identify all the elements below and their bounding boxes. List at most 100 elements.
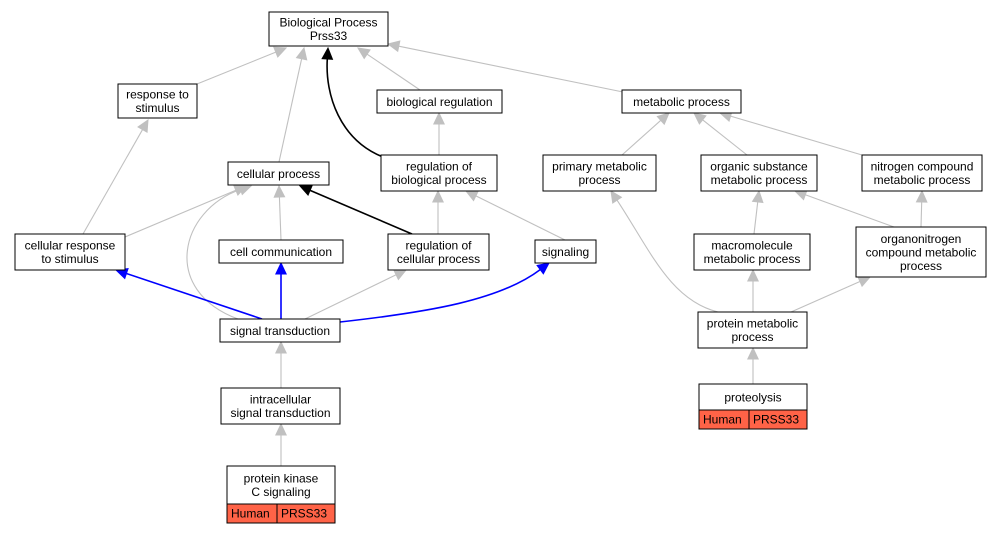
edge-arrowhead	[386, 40, 401, 53]
edge-line	[124, 189, 237, 238]
node-box	[693, 233, 811, 271]
node-box	[117, 83, 198, 119]
edge-arrowhead	[432, 189, 444, 203]
edge-arrowhead	[357, 47, 371, 60]
edge-st-to-cc	[275, 261, 287, 319]
node-label: protein metabolic	[707, 317, 798, 331]
edge-sig-to-regbp	[464, 190, 566, 241]
node-label: proteolysis	[724, 390, 781, 404]
edge-arrowhead	[393, 269, 408, 281]
node-box	[534, 239, 597, 264]
gene-label: PRSS33	[753, 413, 799, 427]
edge-line	[702, 119, 748, 156]
edge-arrowhead	[433, 111, 445, 125]
edge-ocmp-to-osmp	[793, 189, 895, 228]
edge-arrowhead	[273, 46, 288, 58]
go-term-node-met[interactable]: metabolic process	[621, 89, 742, 114]
edge-crs-to-cell	[124, 184, 248, 238]
edge-prmp-to-ocmp	[790, 276, 872, 313]
node-label: process	[731, 330, 773, 344]
go-term-node-st[interactable]: signal transduction	[219, 318, 341, 343]
edge-line	[309, 189, 413, 235]
node-label: biological regulation	[386, 95, 492, 109]
node-label: cellular response	[25, 239, 116, 253]
node-label: signal transduction	[230, 324, 330, 338]
node-box	[380, 154, 498, 192]
edge-line	[730, 115, 863, 156]
edge-arrowhead	[747, 268, 759, 282]
edges-layer	[82, 40, 928, 466]
edge-arrowhead	[747, 346, 759, 360]
go-term-node-cc[interactable]: cell communication	[218, 239, 344, 264]
node-label: cell communication	[230, 245, 332, 259]
go-term-node-sig[interactable]: signaling	[534, 239, 597, 264]
node-box	[220, 387, 341, 425]
edge-arrowhead	[275, 422, 287, 436]
edge-crs-to-rts	[82, 118, 149, 235]
node-label: organonitrogen	[881, 232, 962, 246]
node-label: macromolecule	[711, 239, 793, 253]
edge-st-to-sig	[339, 262, 550, 323]
node-box	[219, 318, 341, 343]
node-label: metabolic process	[874, 173, 971, 187]
edge-line	[186, 189, 241, 320]
edge-arrowhead	[275, 340, 287, 354]
node-label: organic substance	[710, 160, 808, 174]
edge-cell-to-bp	[278, 46, 308, 163]
edge-prmp-to-mmp	[747, 268, 759, 312]
node-box	[14, 233, 126, 271]
edge-breg-to-bp	[357, 47, 421, 91]
node-label: metabolic process	[711, 173, 808, 187]
node-label: Biological Process	[279, 16, 377, 30]
edge-line	[753, 201, 759, 235]
edge-regbp-to-bp	[321, 46, 384, 158]
go-term-node-cell[interactable]: cellular process	[227, 161, 330, 186]
edge-line	[304, 274, 397, 320]
gene-cell	[276, 503, 336, 524]
node-box	[698, 383, 808, 411]
edge-met-to-bp	[386, 40, 624, 93]
edge-arrowhead	[238, 184, 253, 196]
edge-osmp-to-met	[693, 112, 748, 156]
node-label: to stimulus	[41, 252, 98, 266]
edge-ncmp-to-met	[718, 110, 863, 156]
edge-line	[475, 195, 566, 241]
edge-line	[82, 129, 144, 235]
edge-arrowhead	[464, 190, 479, 202]
edge-regbp-to-breg	[433, 111, 445, 155]
gene-label: PRSS33	[281, 507, 327, 521]
node-label: biological process	[391, 173, 486, 187]
node-label: regulation of	[406, 160, 473, 174]
node-label: primary metabolic	[552, 160, 647, 174]
edge-arrowhead	[273, 184, 286, 198]
edge-ocmp-to-ncmp	[915, 189, 928, 228]
node-box	[387, 233, 490, 271]
node-label: cellular process	[237, 167, 320, 181]
edge-arrowhead	[915, 189, 928, 203]
gene-cell	[748, 409, 808, 430]
edge-line	[805, 194, 895, 228]
edge-line	[621, 119, 662, 156]
edge-arrowhead	[751, 189, 764, 204]
node-box	[855, 226, 987, 278]
edge-st-to-crs	[114, 267, 263, 320]
go-term-node-breg[interactable]: biological regulation	[376, 89, 503, 114]
edge-line	[326, 58, 384, 158]
edge-line	[616, 199, 719, 313]
node-box	[697, 311, 808, 349]
